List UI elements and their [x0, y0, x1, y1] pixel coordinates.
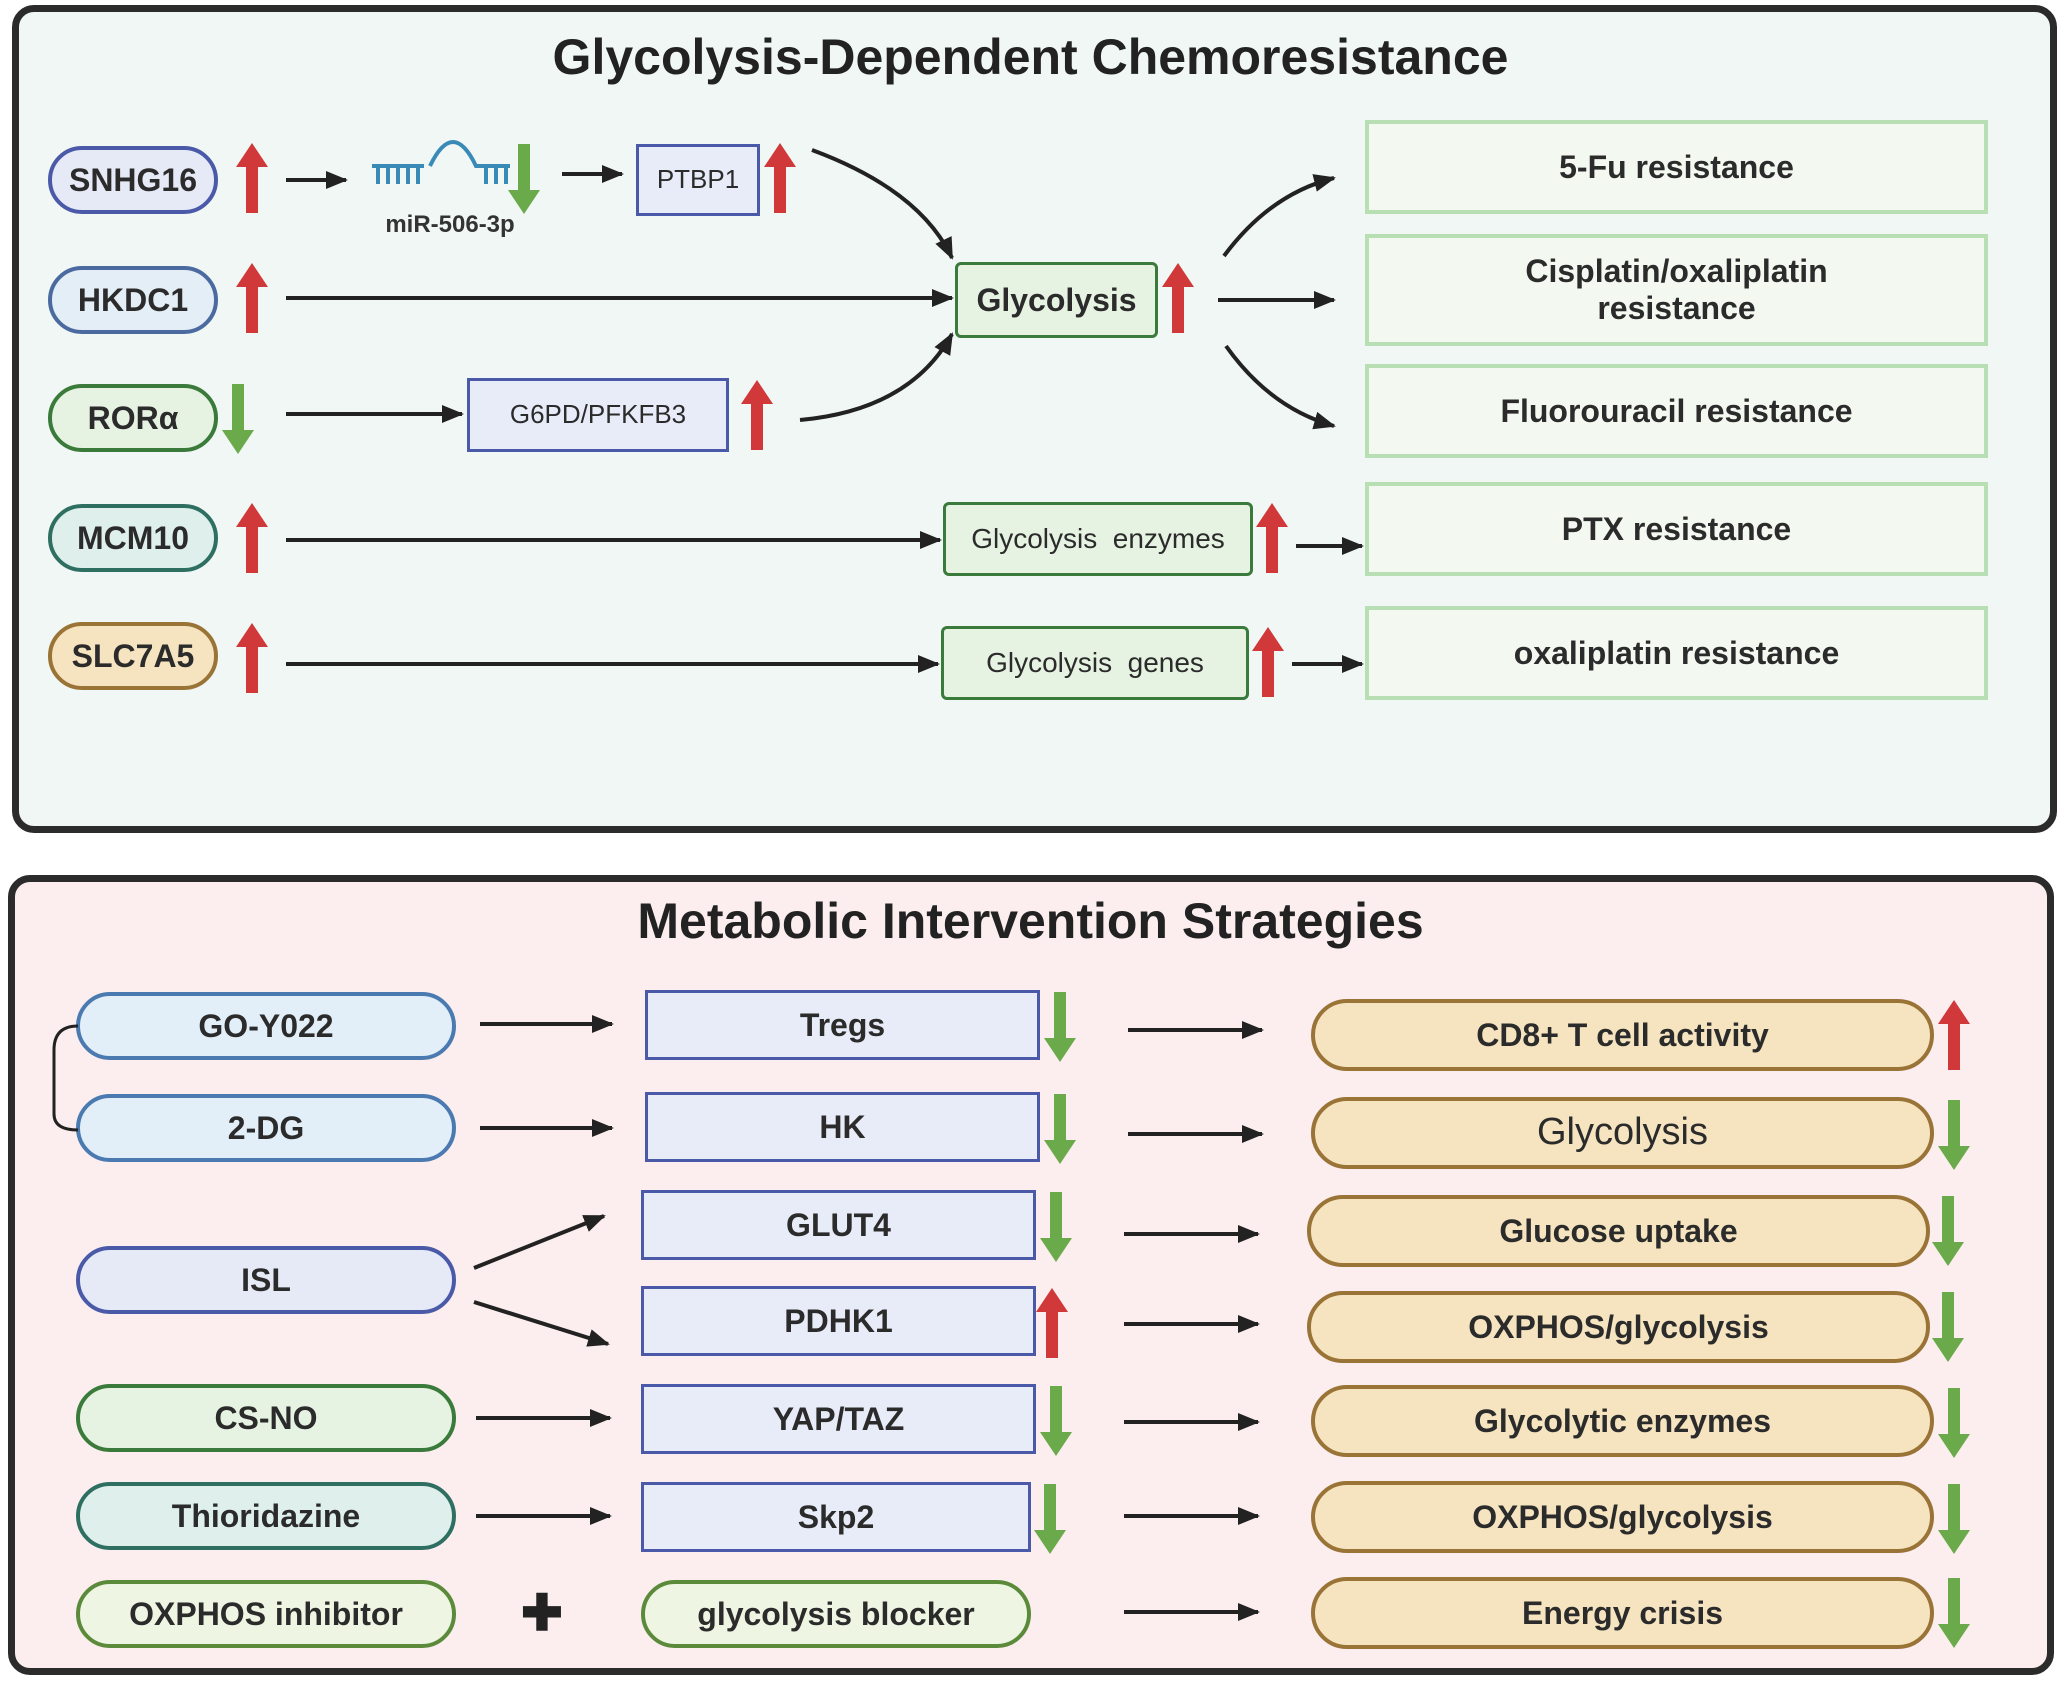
glycolysis-enzymes-box: Glycolysis enzymes [943, 502, 1253, 576]
effect-glucose-uptake: Glucose uptake [1307, 1195, 1930, 1267]
agent-2dg: 2-DG [76, 1094, 456, 1162]
glycolysis-genes-box: Glycolysis genes [941, 626, 1249, 700]
regulator-hkdc1: HKDC1 [48, 266, 218, 334]
effect-oxphos-glycolysis-1: OXPHOS/glycolysis [1307, 1291, 1930, 1363]
effect-cd8-t-cell-activity: CD8+ T cell activity [1311, 999, 1934, 1071]
target-pdhk1: PDHK1 [641, 1286, 1036, 1356]
g6pd-pfkfb3-box: G6PD/PFKFB3 [467, 378, 729, 452]
top-panel-title: Glycolysis-Dependent Chemoresistance [552, 29, 1509, 85]
regulator-mcm10: MCM10 [48, 504, 218, 572]
regulator-rora: RORα [48, 384, 218, 452]
agent-thioridazine: Thioridazine [76, 1482, 456, 1550]
outcome-cisplatin-resistance: Cisplatin/oxaliplatin resistance [1365, 234, 1988, 346]
plus-icon: ✚ [521, 1585, 563, 1642]
mirna-label: miR-506-3p [385, 211, 515, 239]
effect-energy-crisis: Energy crisis [1311, 1577, 1934, 1649]
target-yap-taz: YAP/TAZ [641, 1384, 1036, 1454]
regulator-slc7a5: SLC7A5 [48, 622, 218, 690]
agent-oxphos-inhibitor: OXPHOS inhibitor [76, 1580, 456, 1648]
target-glycolysis-blocker: glycolysis blocker [641, 1580, 1031, 1648]
agent-go-y022: GO-Y022 [76, 992, 456, 1060]
target-hk: HK [645, 1092, 1040, 1162]
outcome-oxaliplatin-resistance: oxaliplatin resistance [1365, 606, 1988, 700]
agent-cs-no: CS-NO [76, 1384, 456, 1452]
regulator-snhg16: SNHG16 [48, 146, 218, 214]
effect-glycolytic-enzymes: Glycolytic enzymes [1311, 1385, 1934, 1457]
target-skp2: Skp2 [641, 1482, 1031, 1552]
effect-glycolysis: Glycolysis [1311, 1097, 1934, 1169]
effect-oxphos-glycolysis-2: OXPHOS/glycolysis [1311, 1481, 1934, 1553]
outcome-ptx-resistance: PTX resistance [1365, 482, 1988, 576]
target-tregs: Tregs [645, 990, 1040, 1060]
target-glut4: GLUT4 [641, 1190, 1036, 1260]
ptbp1-box: PTBP1 [636, 144, 760, 216]
outcome-5fu-resistance: 5-Fu resistance [1365, 120, 1988, 214]
agent-isl: ISL [76, 1246, 456, 1314]
bottom-panel-title: Metabolic Intervention Strategies [637, 893, 1424, 949]
outcome-fluorouracil-resistance: Fluorouracil resistance [1365, 364, 1988, 458]
glycolysis-box: Glycolysis [955, 262, 1158, 338]
